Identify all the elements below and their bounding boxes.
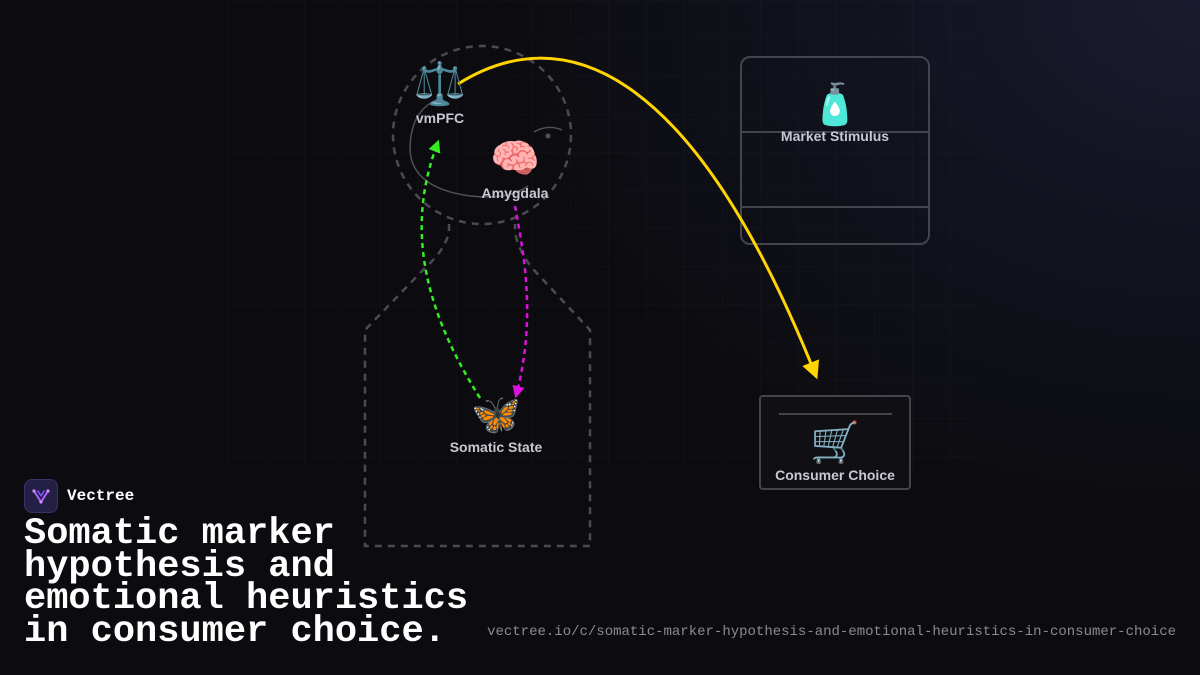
edge-amygdala-to-somatic-state <box>512 205 529 399</box>
brain-icon: 🧠 <box>490 136 540 182</box>
vectree-logo-icon <box>24 479 58 513</box>
node-label-vmpfc: vmPFC <box>416 110 464 126</box>
brand: Vectree <box>24 479 134 513</box>
shopping-cart-icon: 🛒 <box>810 419 860 466</box>
market-stimulus-box <box>740 56 930 245</box>
lotion-bottle-icon: 🧴 <box>810 81 860 128</box>
node-somatic-state: 🦋 Somatic State <box>450 392 543 455</box>
page-title: Somatic marker hypothesis and emotional … <box>24 513 469 653</box>
node-amygdala: 🧠 Amygdala <box>482 136 549 201</box>
human-silhouette <box>363 44 592 548</box>
consumer-choice-box <box>759 395 911 490</box>
node-label-amygdala: Amygdala <box>482 185 549 201</box>
edge-vmpfc-to-consumer-choice <box>457 56 820 380</box>
silhouette-head <box>391 44 573 226</box>
node-label-market-stimulus: Market Stimulus <box>781 128 889 144</box>
balance-scale-icon: ⚖️ <box>414 59 466 108</box>
butterfly-icon: 🦋 <box>471 392 521 438</box>
grid-background <box>224 0 976 470</box>
node-consumer-choice: 🛒 Consumer Choice <box>775 419 895 483</box>
node-label-consumer-choice: Consumer Choice <box>775 467 895 483</box>
edge-somatic-state-to-vmpfc <box>420 139 482 399</box>
brand-name: Vectree <box>67 487 135 505</box>
page-url: vectree.io/c/somatic-marker-hypothesis-a… <box>487 624 1176 640</box>
node-vmpfc: ⚖️ vmPFC <box>414 59 466 126</box>
node-label-somatic-state: Somatic State <box>450 439 543 455</box>
node-market-stimulus: 🧴 Market Stimulus <box>781 81 889 144</box>
